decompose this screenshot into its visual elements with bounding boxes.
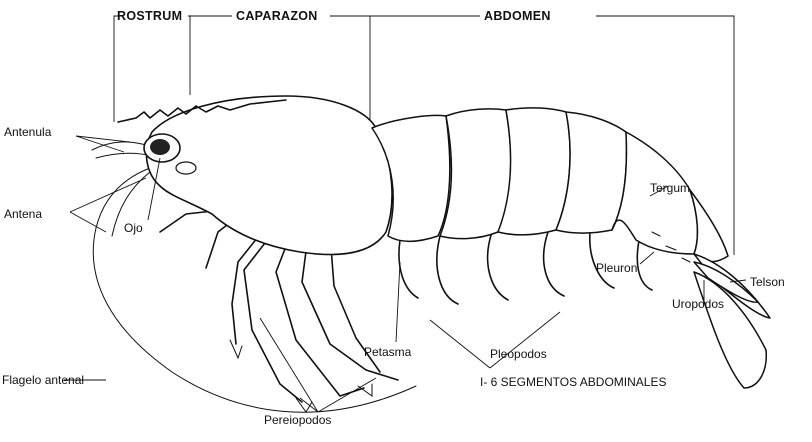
label-rostrum: ROSTRUM	[117, 9, 182, 23]
eye-pupil	[150, 139, 170, 155]
label-caparazon: CAPARAZON	[236, 9, 318, 23]
label-uropodos: Uropodos	[672, 297, 724, 311]
label-flagelo-antenal: Flagelo antenal	[2, 373, 84, 387]
antennal-scale	[176, 162, 196, 174]
label-abdomen: ABDOMEN	[484, 9, 551, 23]
antennule-upper	[92, 142, 150, 150]
caption-segmentos: I- 6 SEGMENTOS ABDOMINALES	[480, 375, 667, 389]
label-pleopodos: Pleopodos	[490, 347, 547, 361]
label-antena: Antena	[4, 207, 42, 221]
antennule-lower	[96, 153, 152, 158]
carapace	[146, 96, 392, 255]
label-antenula: Antenula	[4, 125, 52, 139]
label-telson: Telson	[750, 275, 785, 289]
label-petasma: Petasma	[364, 345, 412, 359]
label-tergum: Tergum	[650, 181, 690, 195]
label-ojo: Ojo	[124, 221, 143, 235]
label-pereiopodos: Pereiopodos	[264, 413, 331, 427]
label-pleuron: Pleuron	[596, 261, 637, 275]
